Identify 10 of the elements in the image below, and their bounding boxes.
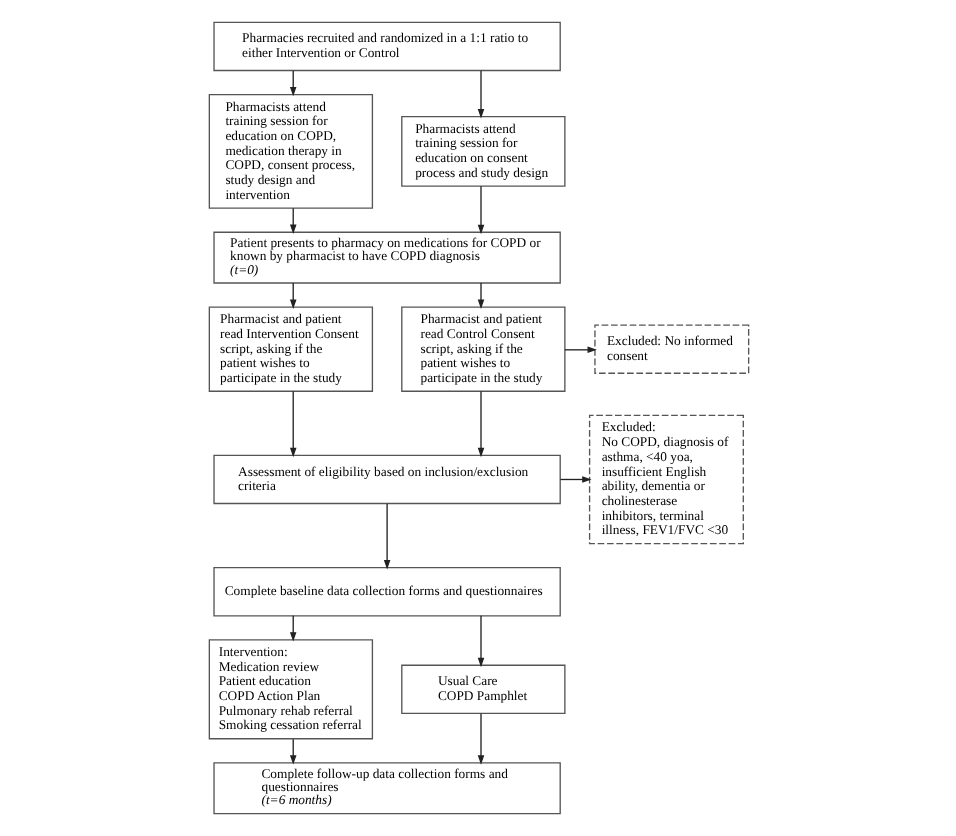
arrow: [563, 346, 596, 354]
arrow: [558, 476, 591, 483]
arrow: [476, 390, 484, 458]
arrow: [476, 70, 484, 119]
arrow: [476, 713, 484, 765]
arrow: [476, 185, 484, 235]
arrow: [476, 615, 484, 668]
arrow: [476, 282, 484, 309]
arrow: [288, 390, 296, 458]
arrow: [382, 503, 390, 570]
